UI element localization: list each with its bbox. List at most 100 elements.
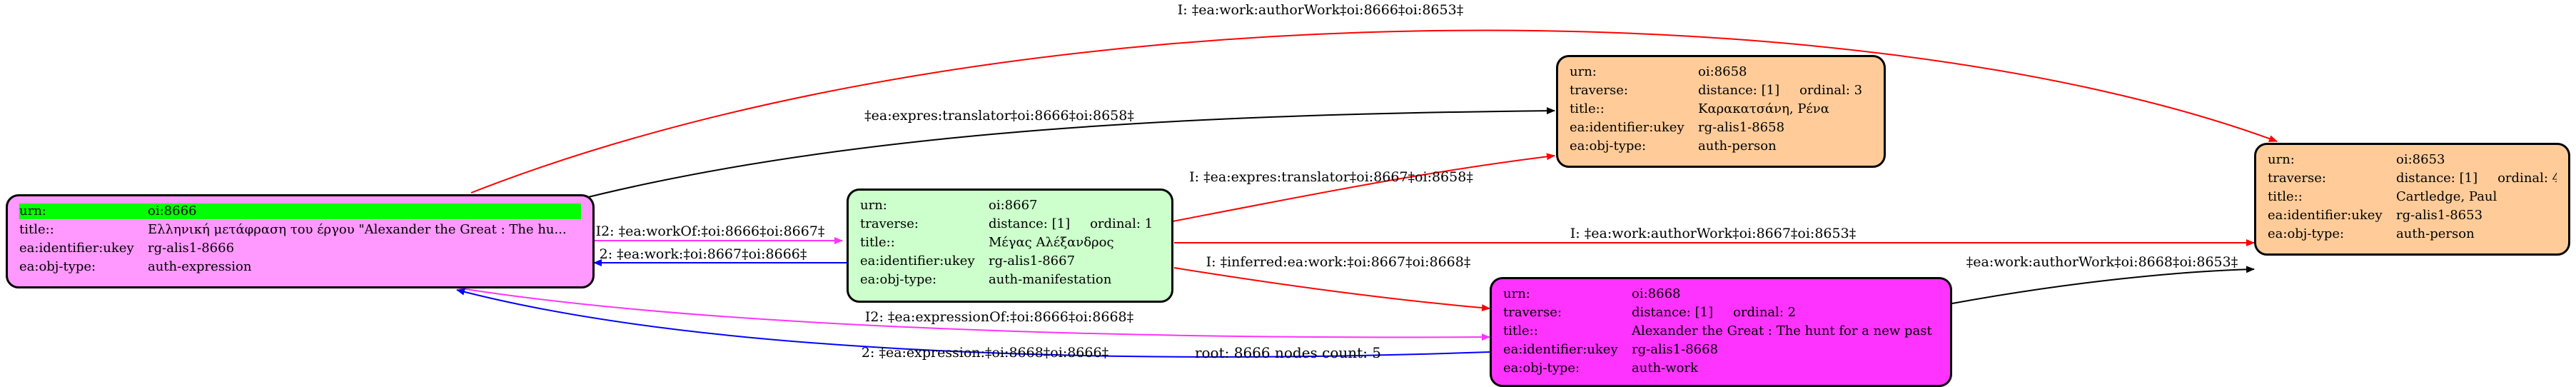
field-value: rg-alis1-8658 xyxy=(1698,120,1785,135)
node-row-identifier: ea:identifier:ukey rg-alis1-8668 xyxy=(1503,342,1939,358)
edge-label: I2: ‡ea:expressionOf:‡oi:8666‡oi:8668‡ xyxy=(865,309,1133,325)
edge-label: I: ‡ea:work:authorWork‡oi:8666‡oi:8653‡ xyxy=(1178,2,1463,18)
field-key: ea:obj-type: xyxy=(1503,361,1580,376)
ordinal-value: ordinal: 1 xyxy=(1090,216,1153,231)
node-8667[interactable]: urn: oi:8667 traverse: distance: [1] ordi… xyxy=(847,189,1173,303)
field-key: urn: xyxy=(1570,64,1597,79)
field-key: ea:obj-type: xyxy=(1570,139,1647,154)
edge-8667-8668-inferred xyxy=(1173,267,1490,312)
node-8658[interactable]: urn: oi:8658 traverse: distance: [1] ordi… xyxy=(1556,55,1886,168)
node-8666[interactable]: urn: oi:8666 title:: Ελληνική μετάφραση … xyxy=(6,194,595,288)
node-8668[interactable]: urn: oi:8668 traverse: distance: [1]ordi… xyxy=(1490,277,1952,387)
node-row-type: ea:obj-type: auth-expression xyxy=(19,259,581,275)
ordinal-value: ordinal: 3 xyxy=(1799,83,1863,98)
field-key: title:: xyxy=(19,222,54,237)
field-value: auth-person xyxy=(1698,139,1777,154)
node-row-type: ea:obj-type: auth-work xyxy=(1503,361,1939,376)
distance-value: distance: [1] xyxy=(989,216,1071,231)
field-value: Cartledge, Paul xyxy=(2396,189,2497,204)
node-row-traverse: traverse: distance: [1] ordinal: 3 xyxy=(1570,83,1872,99)
node-row-type: ea:obj-type: auth-person xyxy=(1570,139,1872,154)
field-value: oi:8667 xyxy=(989,198,1038,213)
ordinal-value: ordinal: 2 xyxy=(1733,305,1797,320)
field-key: ea:identifier:ukey xyxy=(2268,208,2383,223)
field-key: urn: xyxy=(2268,152,2295,167)
node-row-identifier: ea:identifier:ukey rg-alis1-8667 xyxy=(860,253,1160,269)
edge-label: 2: ‡ea:work:‡oi:8667‡oi:8666‡ xyxy=(600,246,807,262)
field-value: distance: [1] ordinal: 1 xyxy=(989,216,1160,232)
node-row-urn: urn: oi:8658 xyxy=(1570,64,1872,80)
field-value: rg-alis1-8666 xyxy=(148,241,235,256)
node-row-identifier: ea:identifier:ukey rg-alis1-8666 xyxy=(19,241,581,256)
edge-8668-8666-expression xyxy=(456,288,1490,358)
field-value: oi:8668 xyxy=(1632,286,1681,301)
field-key: title:: xyxy=(1570,101,1605,116)
edge-label: 2: ‡ea:expression:‡oi:8668‡oi:8666‡ xyxy=(862,345,1108,361)
node-row-title: title:: Καρακατσάνη, Ρένα xyxy=(1570,101,1872,117)
node-row-title: title:: Ελληνική μετάφραση του έργου "Al… xyxy=(19,222,581,238)
node-row-urn: urn: oi:8666 xyxy=(19,203,581,219)
field-key: title:: xyxy=(1503,323,1538,338)
graph-footer: root: 8666 nodes count: 5 xyxy=(1194,344,1382,361)
field-value: auth-expression xyxy=(148,259,252,274)
node-row-urn: urn: oi:8668 xyxy=(1503,286,1939,302)
field-value: rg-alis1-8667 xyxy=(989,253,1076,268)
field-key: urn: xyxy=(860,198,887,213)
edge-8666-8653-authorwork xyxy=(470,29,2278,194)
edge-label: ‡ea:work:authorWork‡oi:8668‡oi:8653‡ xyxy=(1966,254,2238,270)
field-key: traverse: xyxy=(860,216,919,231)
node-row-urn: urn: oi:8667 xyxy=(860,198,1160,213)
field-value: Καρακατσάνη, Ρένα xyxy=(1698,101,1829,116)
field-value: Alexander the Great : The hunt for a new… xyxy=(1632,323,1932,338)
node-row-identifier: ea:identifier:ukey rg-alis1-8653 xyxy=(2268,208,2557,223)
edge-8666-8658-translator xyxy=(570,107,1555,202)
field-key: ea:obj-type: xyxy=(19,259,96,274)
node-row-urn: urn: oi:8653 xyxy=(2268,152,2557,168)
field-key: ea:identifier:ukey xyxy=(1570,120,1684,135)
field-key: ea:obj-type: xyxy=(2268,226,2345,241)
field-value: distance: [1] ordinal: 4 xyxy=(2396,171,2557,186)
edge-label: I: ‡inferred:ea:work:‡oi:8667‡oi:8668‡ xyxy=(1206,254,1471,270)
field-value: auth-manifestation xyxy=(989,272,1112,287)
field-value: rg-alis1-8653 xyxy=(2396,208,2483,223)
node-row-type: ea:obj-type: auth-person xyxy=(2268,226,2557,242)
distance-value: distance: [1] xyxy=(1698,83,1780,98)
field-key: traverse: xyxy=(2268,171,2326,186)
field-value: oi:8666 xyxy=(148,203,197,218)
node-row-traverse: traverse: distance: [1] ordinal: 1 xyxy=(860,216,1160,232)
graph-canvas: I: ‡ea:work:authorWork‡oi:8666‡oi:8653‡ … xyxy=(456,2,2278,361)
field-key: urn: xyxy=(1503,286,1530,301)
field-value: auth-work xyxy=(1632,361,1698,376)
field-value: oi:8653 xyxy=(2396,152,2445,167)
field-key: ea:identifier:ukey xyxy=(1503,342,1618,357)
edge-label: I2: ‡ea:workOf:‡oi:8666‡oi:8667‡ xyxy=(596,223,825,239)
edge-8667-8658-translator xyxy=(1172,153,1555,222)
field-value: distance: [1] ordinal: 3 xyxy=(1698,83,1872,99)
field-key: ea:obj-type: xyxy=(860,272,937,287)
field-value: Ελληνική μετάφραση του έργου "Alexander … xyxy=(148,222,567,237)
field-key: title:: xyxy=(860,235,895,250)
distance-value: distance: [1] xyxy=(2396,171,2478,186)
node-row-identifier: ea:identifier:ukey rg-alis1-8658 xyxy=(1570,120,1872,136)
edge-label: I: ‡ea:expres:translator‡oi:8667‡oi:8658… xyxy=(1189,169,1473,185)
field-key: ea:identifier:ukey xyxy=(860,253,975,268)
node-row-type: ea:obj-type: auth-manifestation xyxy=(860,272,1160,288)
field-value: oi:8658 xyxy=(1698,64,1747,79)
node-row-traverse: traverse: distance: [1] ordinal: 4 xyxy=(2268,171,2557,186)
field-key: traverse: xyxy=(1570,83,1628,98)
edge-8668-8653-authorwork xyxy=(1951,266,2255,304)
edge-8666-8668-expressionof xyxy=(456,287,1490,341)
node-row-title: title:: Μέγας Αλέξανδρος xyxy=(860,235,1160,251)
field-key: urn: xyxy=(19,203,46,218)
field-value: rg-alis1-8668 xyxy=(1632,342,1719,357)
node-row-traverse: traverse: distance: [1]ordinal: 2 xyxy=(1503,305,1939,321)
field-key: ea:identifier:ukey xyxy=(19,241,134,256)
ordinal-value: ordinal: 4 xyxy=(2497,171,2557,186)
node-8653[interactable]: urn: oi:8653 traverse: distance: [1] ordi… xyxy=(2254,143,2570,256)
node-row-title: title:: Alexander the Great : The hunt f… xyxy=(1503,323,1939,339)
node-row-title: title:: Cartledge, Paul xyxy=(2268,189,2557,205)
field-key: traverse: xyxy=(1503,305,1562,320)
field-value: auth-person xyxy=(2396,226,2475,241)
field-key: title:: xyxy=(2268,189,2303,204)
edge-label: ‡ea:expres:translator‡oi:8666‡oi:8658‡ xyxy=(864,108,1134,124)
